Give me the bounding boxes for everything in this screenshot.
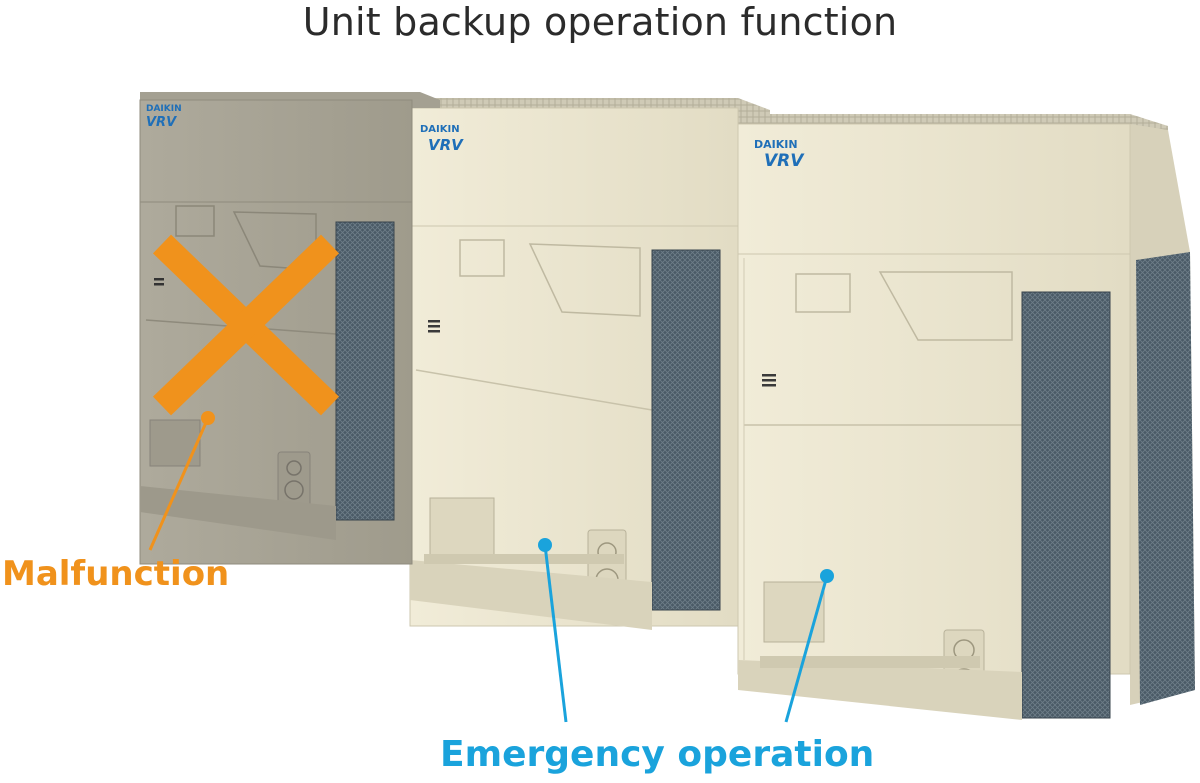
- emergency-pointer-unit-2: [538, 538, 568, 723]
- unit-2-brand: DAIKIN VRV: [420, 124, 463, 154]
- unit-3-front-coil: [1021, 291, 1111, 719]
- diagram-title: Unit backup operation function: [302, 0, 898, 44]
- unit-1-brand-name: DAIKIN: [146, 104, 182, 114]
- malfunction-pointer: [148, 411, 215, 551]
- cross-icon: [152, 234, 340, 416]
- unit-2-front-coil: [651, 249, 721, 611]
- malfunction-label: Malfunction: [2, 554, 230, 594]
- unit-2-front-top: [409, 107, 739, 227]
- unit-3-brand-name: DAIKIN: [754, 138, 798, 151]
- unit-2: [409, 98, 770, 630]
- unit-1-front-top: [139, 99, 413, 203]
- unit-2-model-name: VRV: [428, 136, 463, 154]
- unit-1-model-name: VRV: [146, 115, 177, 130]
- unit-3: [737, 114, 1195, 720]
- unit-3-side-coil: [1136, 252, 1195, 705]
- emergency-operation-label: Emergency operation: [440, 734, 875, 775]
- unit-1-brand: DAIKIN VRV: [146, 104, 182, 131]
- unit-3-brand: DAIKIN VRV: [754, 138, 803, 171]
- unit-3-model-name: VRV: [764, 151, 804, 171]
- unit-2-brand-name: DAIKIN: [420, 124, 460, 135]
- emergency-pointer-unit-3: [784, 569, 834, 723]
- unit-1-front-coil: [335, 221, 395, 521]
